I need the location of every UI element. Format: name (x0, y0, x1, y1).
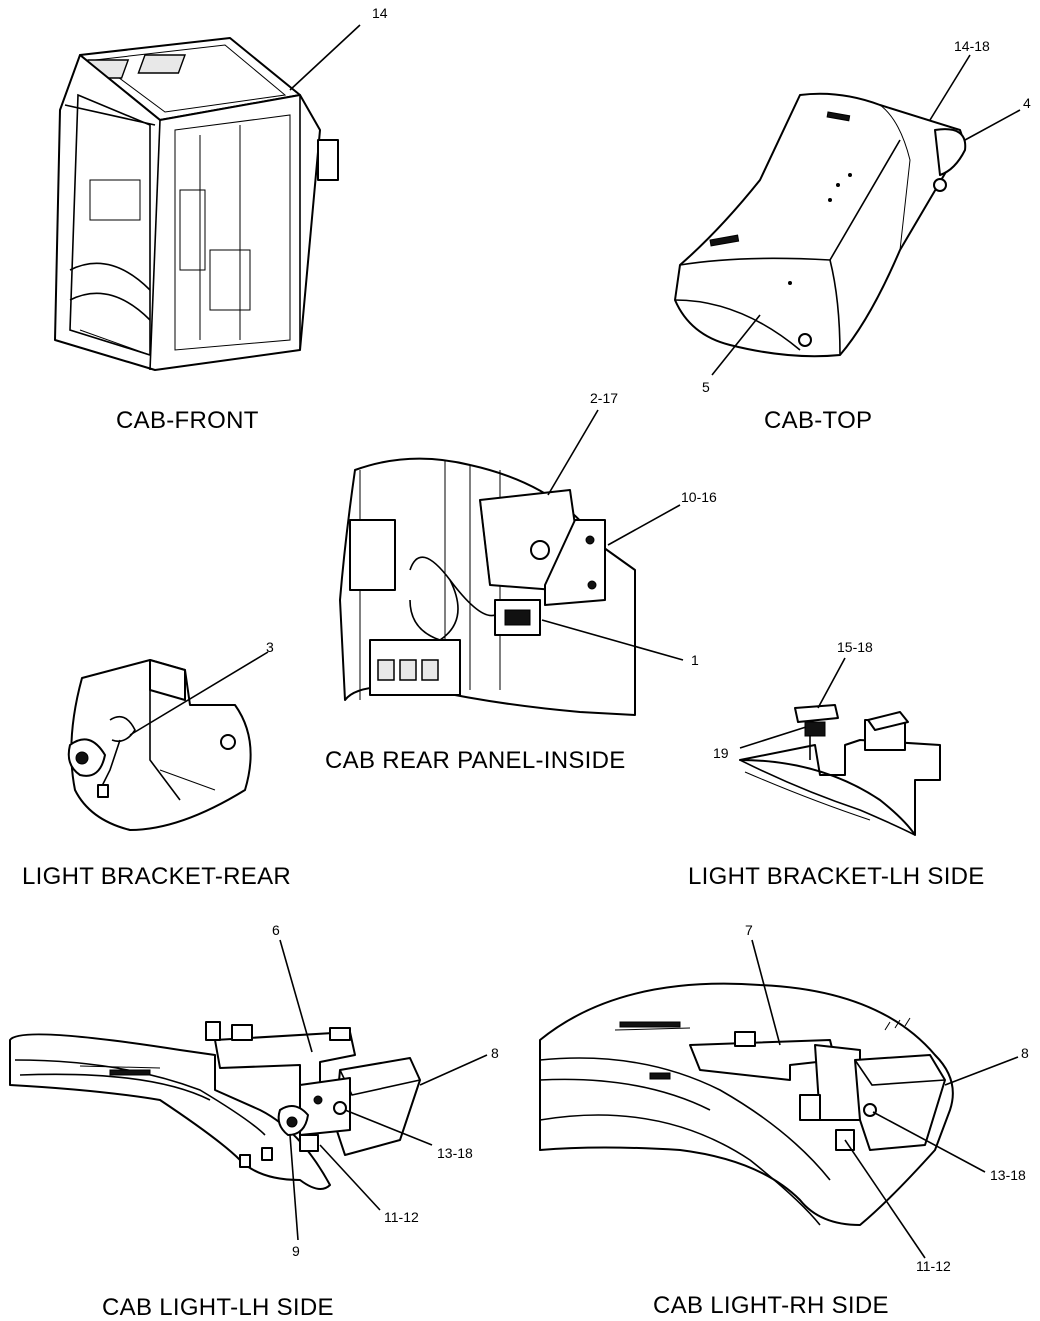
light-lh-view (9, 939, 488, 1241)
callout-14-18-top: 14-18 (954, 38, 990, 54)
callout-6: 6 (272, 922, 280, 938)
cab-top-view (674, 54, 1021, 376)
caption-cab-front: CAB-FRONT (116, 407, 259, 434)
callout-11-12-rh: 11-12 (916, 1258, 951, 1274)
callout-7: 7 (745, 922, 753, 938)
caption-cab-top: CAB-TOP (764, 407, 872, 434)
caption-light-lh: CAB LIGHT-LH SIDE (102, 1294, 334, 1321)
callout-1: 1 (691, 652, 699, 668)
caption-bracket-rear: LIGHT BRACKET-REAR (22, 863, 291, 890)
callout-11-12-lh: 11-12 (384, 1209, 419, 1225)
callout-9: 9 (292, 1243, 300, 1259)
callout-5-top: 5 (702, 379, 710, 395)
callout-8-lh: 8 (491, 1045, 499, 1061)
callout-4-top: 4 (1023, 95, 1031, 111)
callout-19: 19 (713, 745, 729, 761)
caption-rear-panel: CAB REAR PANEL-INSIDE (325, 747, 626, 774)
light-rh-view (539, 939, 1019, 1259)
cab-front-view (54, 24, 361, 371)
callout-15-18: 15-18 (837, 639, 873, 655)
callout-13-18-rh: 13-18 (990, 1167, 1026, 1183)
callout-10-16: 10-16 (681, 489, 717, 505)
callout-13-18-lh: 13-18 (437, 1145, 473, 1161)
callout-2-17: 2-17 (590, 390, 618, 406)
rear-panel-view (339, 409, 684, 716)
bracket-rear-view (67, 651, 269, 831)
caption-light-rh: CAB LIGHT-RH SIDE (653, 1292, 889, 1319)
callout-8-rh: 8 (1021, 1045, 1029, 1061)
bracket-lh-view (739, 657, 941, 836)
caption-bracket-lh: LIGHT BRACKET-LH SIDE (688, 863, 985, 890)
callout-14-front: 14 (372, 5, 388, 21)
callout-3: 3 (266, 639, 274, 655)
